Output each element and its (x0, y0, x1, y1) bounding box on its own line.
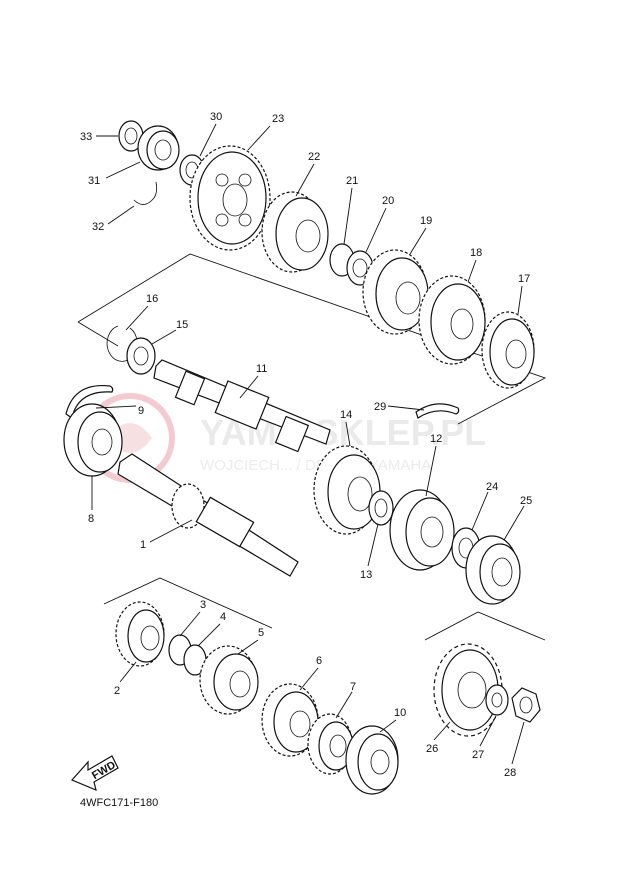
callout-25: 25 (520, 495, 532, 507)
callout-7: 7 (350, 681, 356, 693)
callout-11: 11 (256, 363, 267, 375)
part-1-main-axle (117, 453, 299, 577)
callout-32: 32 (92, 221, 104, 233)
part-27-lock-washer (485, 684, 509, 716)
callout-12: 12 (430, 433, 442, 445)
callout-4: 4 (220, 611, 226, 623)
diagram-code: 4WFC171-F180 (80, 797, 158, 809)
part-28-nut (511, 687, 541, 723)
callout-28: 28 (504, 767, 516, 779)
part-15-washer (126, 337, 156, 375)
part-32-clip (133, 181, 158, 205)
callout-9: 9 (138, 405, 144, 417)
part-9-circlip (65, 384, 114, 419)
part-11-shaft (153, 359, 331, 453)
callout-10: 10 (394, 707, 406, 719)
callout-8: 8 (88, 513, 94, 525)
part-31-bearing (137, 125, 180, 171)
callout-labels: 33 31 32 30 23 22 21 20 19 18 17 16 15 1… (80, 111, 532, 779)
part-5-gear (199, 645, 259, 715)
part-17-gear (481, 311, 535, 389)
callout-2: 2 (114, 685, 120, 697)
part-2-gear (115, 601, 165, 667)
callout-16: 16 (146, 293, 158, 305)
callout-27: 27 (472, 749, 484, 761)
sprocket-bracket (424, 611, 546, 641)
callout-26: 26 (426, 743, 438, 755)
upper-group-bracket (77, 253, 547, 425)
fwd-arrow-icon: FWD (70, 755, 119, 792)
callout-3: 3 (200, 599, 206, 611)
part-14-gear (313, 445, 381, 535)
part-10-bearing (345, 725, 399, 795)
callout-24: 24 (486, 481, 498, 493)
callout-30: 30 (210, 111, 222, 123)
callout-15: 15 (176, 319, 188, 331)
callout-33: 33 (80, 131, 92, 143)
part-13-washer (368, 490, 394, 526)
callout-19: 19 (420, 215, 432, 227)
part-8-bearing (63, 403, 123, 477)
part-22-gear (261, 191, 329, 273)
part-18-gear (418, 275, 486, 365)
callout-6: 6 (316, 655, 322, 667)
part-23-gear (189, 145, 271, 251)
callout-23: 23 (272, 113, 284, 125)
callout-14: 14 (340, 409, 352, 421)
callout-13: 13 (360, 569, 372, 581)
callout-17: 17 (518, 273, 530, 285)
lower-left-bracket (103, 577, 273, 629)
callout-29: 29 (374, 401, 386, 413)
part-7-gear (307, 713, 354, 775)
callout-20: 20 (382, 195, 394, 207)
part-25-oil-seal (465, 535, 521, 605)
callout-18: 18 (470, 247, 482, 259)
callout-31: 31 (88, 175, 100, 187)
callout-5: 5 (258, 627, 264, 639)
watermark-subtitle: WOJCIECH... / DEALER YAMAHA (200, 457, 431, 474)
leader-lines (91, 123, 525, 765)
callout-1: 1 (140, 539, 146, 551)
part-19-gear (362, 249, 429, 335)
part-29-clip (415, 403, 460, 419)
callout-21: 21 (346, 175, 358, 187)
fwd-label: FWD (90, 759, 118, 782)
callout-22: 22 (308, 151, 320, 163)
part-12-bearing (389, 489, 455, 571)
